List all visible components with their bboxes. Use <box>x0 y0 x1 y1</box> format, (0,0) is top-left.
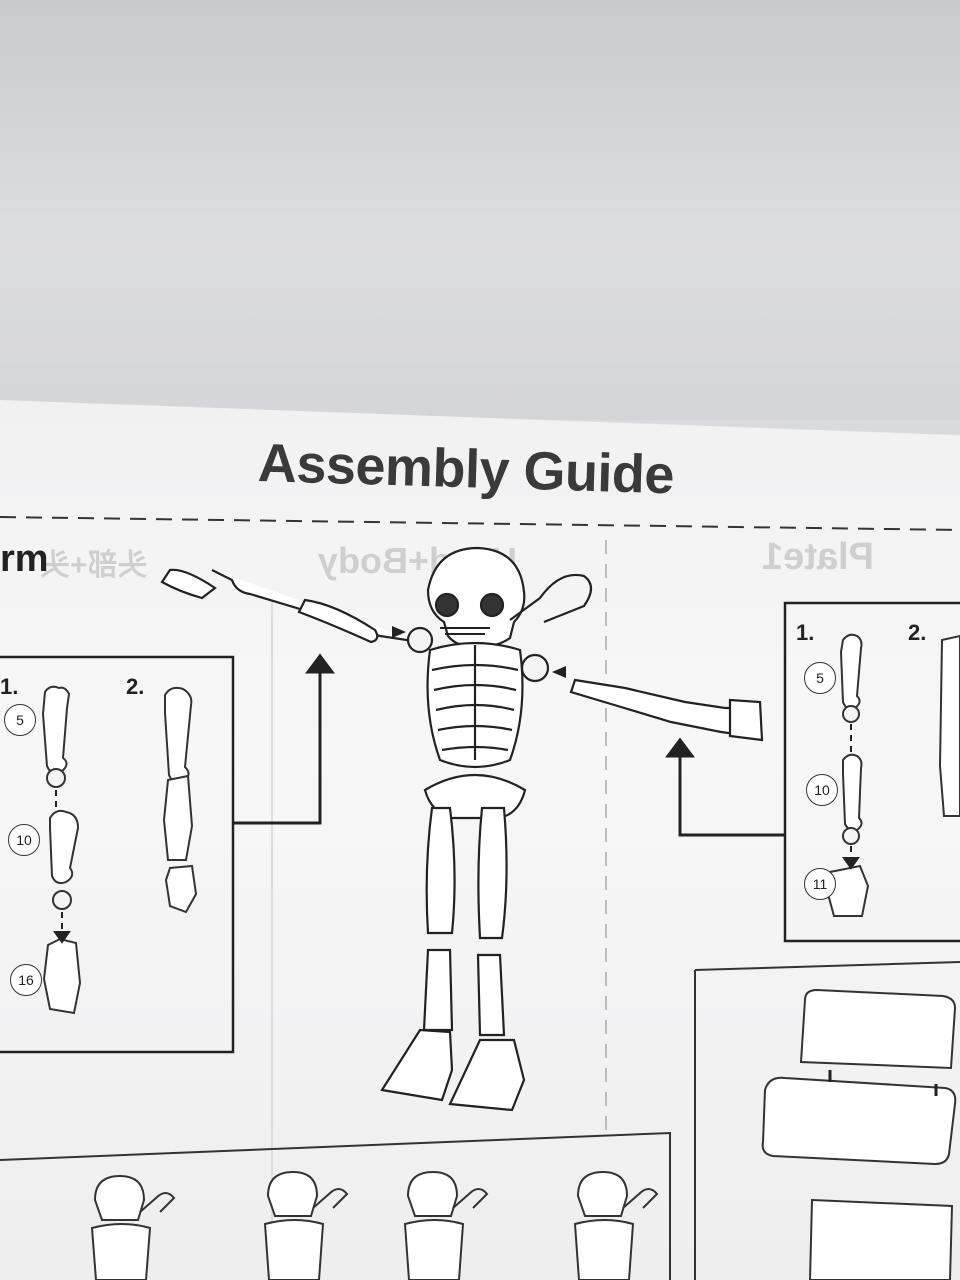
left-part-number-1: 5 <box>4 704 36 736</box>
left-part-number-2: 10 <box>8 824 40 856</box>
right-part-number-3: 11 <box>804 868 836 900</box>
left-part-number-3: 16 <box>10 964 42 996</box>
left-step-2-label: 2. <box>126 674 145 699</box>
left-step-panel <box>0 655 235 1054</box>
case-panel <box>694 961 960 1280</box>
lower-panel <box>0 1131 671 1280</box>
joint-arrow-right <box>552 666 566 678</box>
left-connector-arrow <box>233 653 335 825</box>
left-step-1-label: 1. <box>0 674 19 699</box>
skeleton-thumbnails <box>90 1170 659 1280</box>
section-label-arm: rm <box>0 538 49 580</box>
background-wall <box>0 0 960 420</box>
right-step-panel <box>783 601 960 943</box>
right-step-2-label: 2. <box>908 620 927 645</box>
right-part-number-1: 5 <box>804 662 836 694</box>
right-step-1-label: 1. <box>796 620 815 645</box>
right-connector-arrow <box>665 737 785 837</box>
dashed-divider <box>0 516 960 531</box>
right-part-number-2: 10 <box>806 774 838 806</box>
joint-arrow-left <box>392 626 406 638</box>
skeleton-figure <box>160 546 764 1112</box>
